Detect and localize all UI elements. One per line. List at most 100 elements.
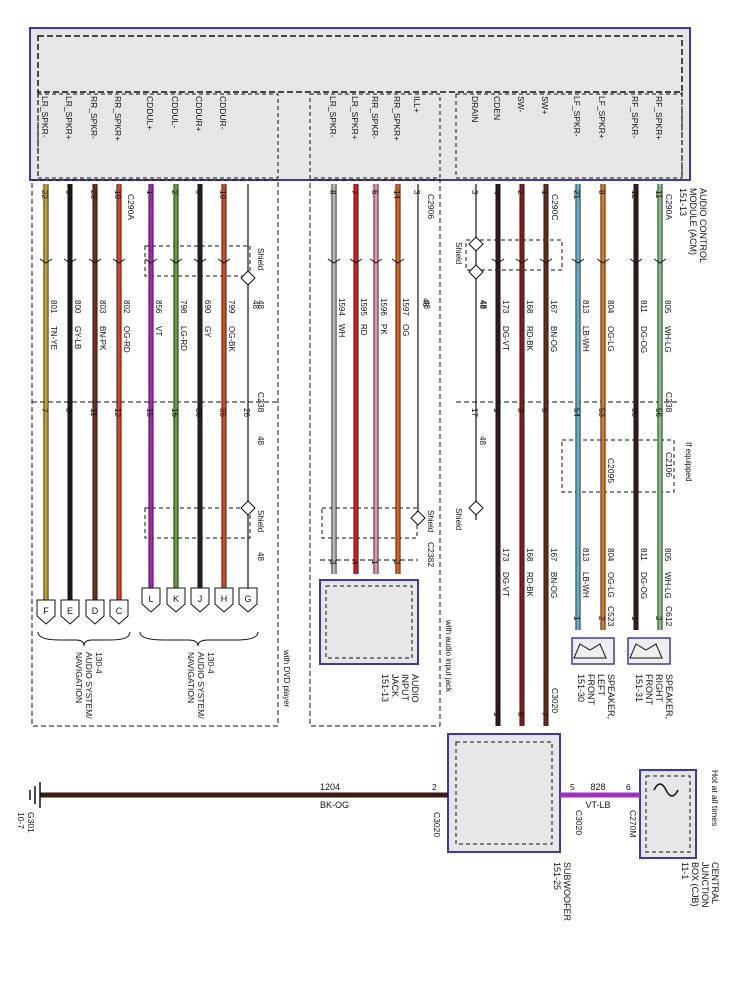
twist-mark [144, 258, 158, 264]
pin-number-drain: 3 [470, 190, 479, 195]
pin-name-rr-spkr-neg-1: RR_SPKR- [89, 96, 99, 139]
pin-name-cdul-pos: CDDUL+ [145, 96, 155, 130]
pin-name-cden: CDEN [492, 96, 502, 120]
inline-pin-cdur-pos: 36 [194, 408, 203, 417]
twist-mark [112, 258, 126, 264]
circuit-sw-pos: 167 [549, 300, 558, 314]
lf-speaker-icon [571, 637, 615, 665]
shield-diamond-icon [468, 264, 484, 280]
rf-speaker-icon [627, 637, 671, 665]
shield-circuit-label: 48 [256, 552, 265, 561]
pin-name-lr-spkr-neg-1: LR_SPKR- [40, 96, 50, 138]
pin-number-cdur-neg: 10 [218, 190, 227, 199]
circuit-lower-sw-neg: 168 [525, 548, 534, 562]
fuse-icon [653, 783, 679, 797]
pin-number-lf-spkr-neg: 21 [572, 190, 581, 199]
shield-circuit-label: 48 [256, 300, 265, 309]
connector-label-c2382: C2382 [426, 542, 436, 567]
connector-label-c612: C612 [664, 606, 674, 627]
input-jack-title-line: 151-13 [380, 674, 390, 702]
pin-number-lr-spkr-neg-1: 22 [40, 190, 49, 199]
pin-number-rf-spkr-neg: 12 [630, 190, 639, 199]
acm-module-inner [37, 35, 683, 93]
audio-nav-label-2: 130-4 [206, 652, 216, 674]
pin-number-lf-spkr-pos: 8 [597, 190, 606, 195]
twist-mark [369, 258, 383, 264]
end-pin-sw-pos: 7 [540, 712, 549, 717]
color-code-cdur-neg: OG-BK [227, 326, 236, 352]
shield-label: Shield [454, 508, 463, 530]
labels-layer: LR_SPKR-22801TN-YE7FLR_SPKR+9800GY-LB8ER… [16, 96, 720, 922]
ground-pin: 2 [432, 782, 437, 792]
color-code-lower-sw-neg: RD-BK [525, 572, 534, 598]
connector-label-c290a: C290A [126, 194, 136, 220]
pin-number-sw-pos: 1 [540, 190, 549, 195]
connector-label-c2906: C2906 [426, 194, 436, 219]
audio-jack-section-box [309, 179, 441, 727]
pin-number-cdul-neg: 2 [170, 190, 179, 195]
terminal-lr-spkr-pos-1 [60, 599, 80, 625]
audio-nav-label-1: AUDIO SYSTEM/ [84, 652, 94, 719]
twist-mark [39, 258, 53, 264]
ground-symbol-icon [29, 782, 41, 808]
pin-number-rr-spkr-neg-1: 23 [89, 190, 98, 199]
twist-mark [491, 258, 505, 264]
color-code-lower-lf-spkr-pos: OG-LG [606, 572, 615, 598]
terminal-letter-rr-spkr-neg-1: D [92, 606, 99, 616]
circuit-rf-spkr-neg: 811 [639, 300, 648, 313]
inline-pin-lf-spkr-neg: 54 [572, 408, 581, 417]
shield-label: Shield [426, 510, 435, 532]
vbatt-pin-cjb: 6 [626, 782, 631, 792]
color-code-rr-spkr-pos-2: OG [401, 324, 410, 336]
twist-mark [63, 258, 77, 264]
acm-title-line: MODULE (ACM) [688, 188, 698, 255]
rf-speaker-title-line: SPEAKER, [664, 674, 674, 719]
connector-label-c523: C523 [606, 606, 616, 627]
color-code-rf-spkr-neg: DG-OG [639, 326, 648, 353]
circuit-cdur-pos: 690 [203, 300, 212, 314]
pin-name-rf-spkr-neg: RF_SPKR- [630, 96, 640, 138]
pin-number-rr-spkr-pos-2: 14 [392, 190, 401, 199]
with-audio-input-jack-label: with audio input jack [444, 619, 453, 693]
color-code-rr-spkr-pos-1: OG-RD [122, 326, 131, 353]
color-code-lr-spkr-pos-2: RD [359, 324, 368, 336]
pin-number-rf-spkr-pos: 11 [654, 190, 663, 199]
pin-name-sw-neg: SW- [516, 96, 526, 113]
pin-number-ill-pos: 3 [412, 190, 421, 195]
connector-label-c2095: C2095 [606, 458, 616, 483]
dvd-section-box [31, 179, 279, 727]
color-code-lr-spkr-neg-1: TN-YE [49, 326, 58, 350]
circuit-lower-lf-spkr-pos: 804 [606, 548, 615, 562]
color-code-sw-pos: BN-OG [549, 326, 558, 352]
cjb-title-line: JUNCTION [700, 862, 710, 908]
inline-pin-sw-pos: 5 [540, 408, 549, 413]
twist-mark [571, 258, 585, 264]
twist-mark [169, 258, 183, 264]
twist-mark [193, 258, 207, 264]
cjb-box [639, 769, 697, 859]
circuit-lower-cden: 173 [501, 548, 510, 562]
end-pin-rr-spkr-neg-2: 1 [370, 560, 379, 565]
color-code-lower-sw-pos: BN-OG [549, 572, 558, 598]
twist-mark [88, 258, 102, 264]
acm-module-box [29, 27, 691, 181]
shield-diamond-icon [410, 510, 426, 526]
circuit-shield-1: 48 [251, 300, 260, 309]
twist-mark [391, 258, 405, 264]
color-code-cden: DG-VT [501, 326, 510, 351]
twist-mark [515, 258, 529, 264]
circuit-rr-spkr-pos-1: 802 [122, 300, 131, 314]
pin-name-rr-spkr-pos-1: RR_SPKR+ [113, 96, 123, 141]
end-pin-lr-spkr-pos-2: 4 [350, 560, 359, 565]
shield-box-3 [321, 507, 418, 539]
inline-pin-lf-spkr-pos: 53 [597, 408, 606, 417]
ground-circuit: 1204 [320, 782, 340, 792]
inline-pin-cden: 1 [492, 408, 501, 413]
color-code-lf-spkr-neg: LB-WH [581, 326, 590, 352]
shield-label: Shield [256, 510, 265, 532]
pin-number-cdul-pos: 1 [145, 190, 154, 195]
shield-label: Shield [256, 248, 265, 270]
color-code-rf-spkr-pos: WH-LG [663, 326, 672, 353]
color-code-rr-spkr-neg-1: BN-PK [98, 326, 107, 351]
pin-name-lr-spkr-pos-1: LR_SPKR+ [64, 96, 74, 140]
